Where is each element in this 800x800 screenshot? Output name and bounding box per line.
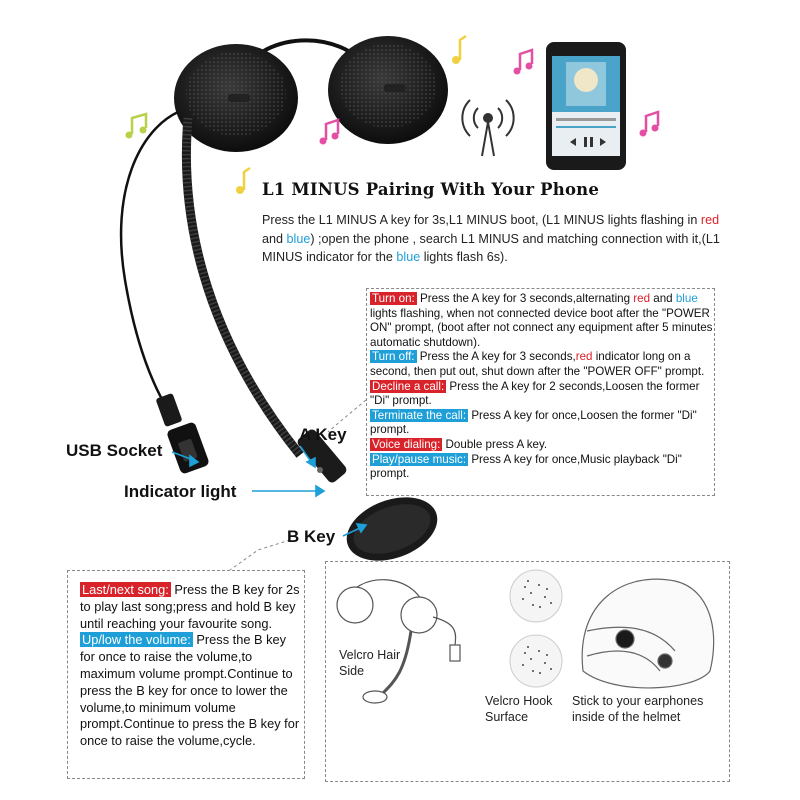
- velcro-hook-caption: Velcro Hook Surface: [485, 694, 553, 724]
- velcro-hair-caption: Velcro Hair Side: [339, 648, 401, 678]
- b-key-functions-text: Last/next song: Press the B key for 2s t…: [80, 582, 302, 750]
- b-key-label: B Key: [287, 527, 336, 546]
- turn-on-item: Turn on: Press the A key for 3 seconds,a…: [370, 292, 713, 349]
- helmet-icon: [581, 578, 715, 689]
- play-pause-item: Play/pause music: Press A key for once,M…: [370, 452, 682, 481]
- indicator-light-label: Indicator light: [124, 482, 237, 501]
- left-speaker-icon: [174, 44, 298, 152]
- usb-socket-label: USB Socket: [66, 441, 163, 460]
- b-key-functions-box: [67, 570, 305, 779]
- a-key-functions-box: [366, 288, 715, 496]
- b-key-connector: [229, 539, 291, 571]
- velcro-pad-icon: [509, 569, 563, 688]
- terminate-call-item: Terminate the call: Press A key for once…: [370, 408, 697, 437]
- a-key-functions-text: Turn on: Press the A key for 3 seconds,a…: [370, 292, 714, 482]
- installation-box: [325, 561, 730, 782]
- right-speaker-icon: [328, 36, 448, 144]
- turn-off-item: Turn off: Press the A key for 3 seconds,…: [370, 350, 705, 378]
- volume-item: Up/low the volume: Press the B key for o…: [80, 632, 300, 749]
- music-note-icon: [125, 34, 660, 194]
- mic-control-body: [297, 429, 347, 483]
- page-title: L1 MINUS Pairing With Your Phone: [262, 180, 600, 199]
- smartphone-icon: [546, 42, 626, 170]
- headset-outline-icon: [336, 579, 461, 704]
- usb-plug-icon: [156, 393, 209, 474]
- label-arrows: [171, 445, 368, 537]
- voice-dialing-item: Voice dialing: Double press A key.: [370, 437, 548, 451]
- usb-cable: [119, 110, 179, 411]
- last-next-song-item: Last/next song: Press the B key for 2s t…: [80, 582, 300, 631]
- installation-illustration: [336, 569, 715, 704]
- a-key-connector: [327, 399, 367, 433]
- stick-caption: Stick to your earphones inside of the he…: [572, 694, 704, 724]
- pairing-instructions: Press the L1 MINUS A key for 3s,L1 MINUS…: [262, 213, 720, 264]
- gooseneck-boom: [181, 117, 304, 458]
- a-key-label: A Key: [299, 425, 347, 444]
- decline-call-item: Decline a call: Press the A key for 2 se…: [370, 379, 700, 408]
- wireless-signal-icon: [461, 99, 515, 157]
